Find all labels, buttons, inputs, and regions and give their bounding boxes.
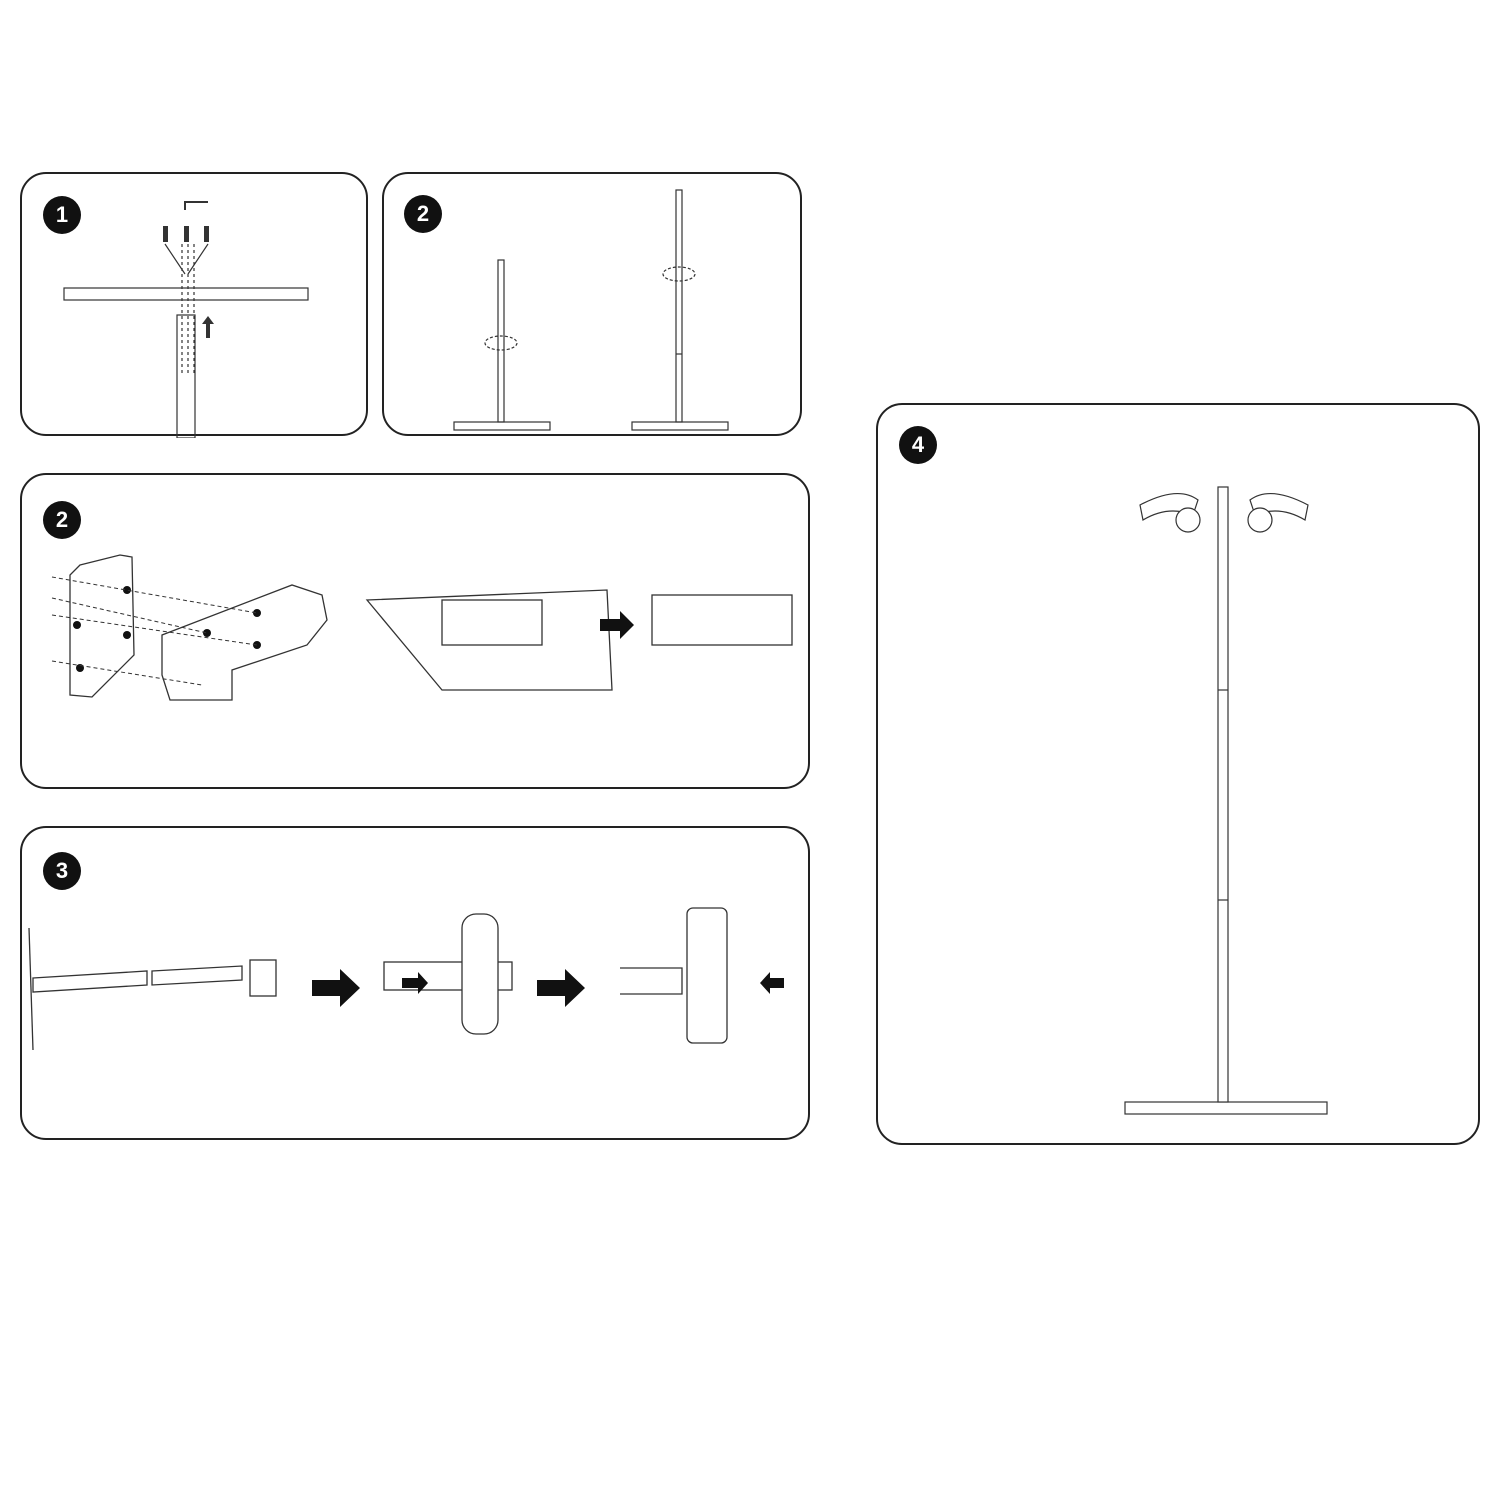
- completed-stand-illustration: [1124, 486, 1328, 1115]
- step-4-panel: 4: [876, 403, 1480, 1145]
- step-3-panel: 3: [20, 826, 810, 1140]
- step-2-bracket-panel: 2: [20, 473, 810, 789]
- pole-join-illustration: [453, 189, 729, 431]
- base-plate-illustration: [63, 201, 309, 438]
- bracket-slide-illustration: [28, 907, 784, 1051]
- step-badge: 4: [899, 426, 937, 464]
- bracket-assembly-illustration: [51, 554, 793, 701]
- step-badge: 2: [404, 195, 442, 233]
- step-1-panel: 1: [20, 172, 368, 438]
- step-badge: 2: [43, 501, 81, 539]
- step-2-pole-panel: 2: [382, 172, 802, 436]
- step-badge: 3: [43, 852, 81, 890]
- step-badge: 1: [43, 196, 81, 234]
